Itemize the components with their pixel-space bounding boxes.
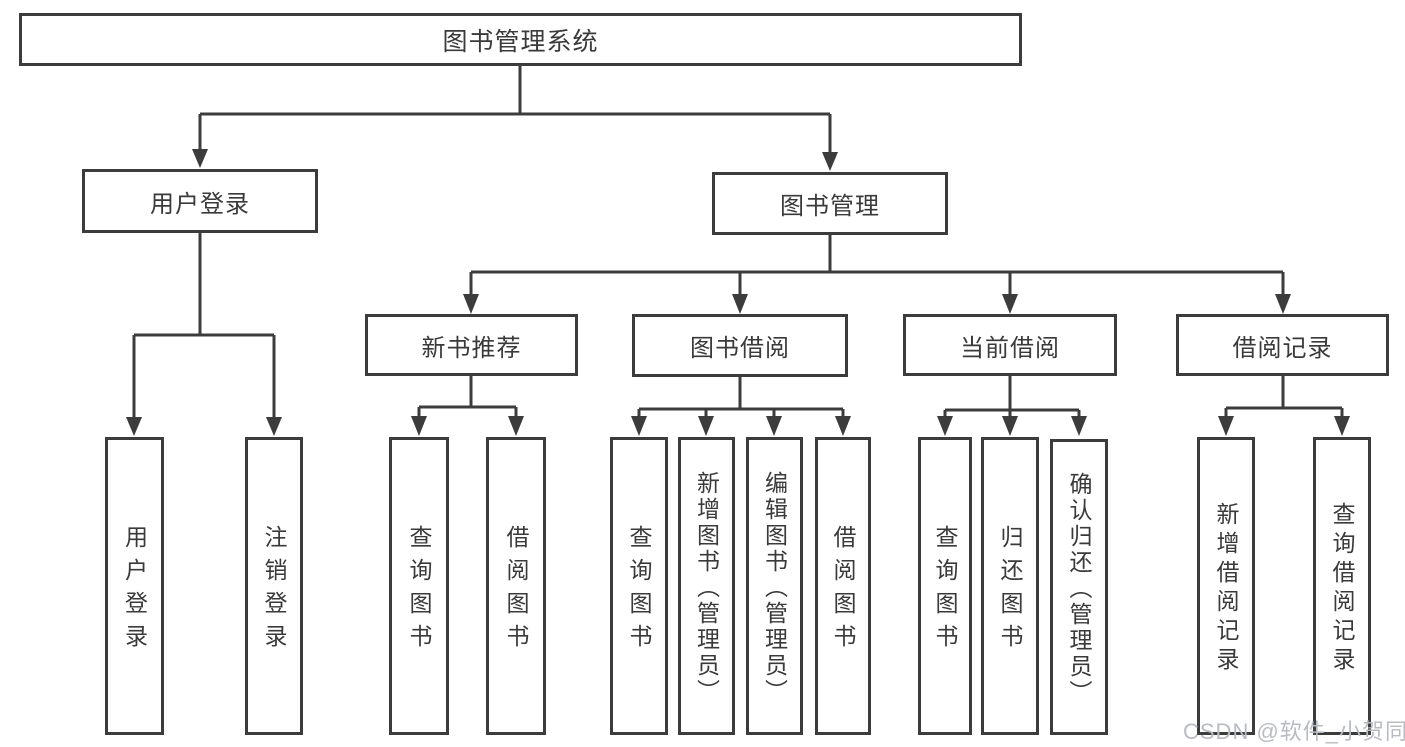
leaf-br-query-record: 查询借阅记录 [1313, 437, 1371, 735]
edges-user-login-children [126, 233, 282, 436]
leaf-label: 编辑图书（管理员） [761, 470, 788, 705]
leaf-label: 借阅图书 [830, 525, 856, 657]
leaf-bb-add-book-admin: 新增图书（管理员） [678, 437, 735, 735]
leaf-label: 归还图书 [997, 525, 1023, 657]
edges-current-borrow-children [937, 376, 1087, 436]
leaf-label: 注销登录 [261, 525, 287, 657]
edges-book-management-modules [463, 235, 1291, 314]
leaf-label: 借阅图书 [503, 525, 529, 657]
leaf-bb-edit-book-admin: 编辑图书（管理员） [746, 437, 803, 735]
leaf-label: 查询图书 [406, 525, 432, 657]
leaf-label: 新增借阅记录 [1213, 502, 1239, 676]
node-user-login: 用户登录 [82, 169, 318, 233]
leaf-label: 查询图书 [626, 525, 652, 657]
watermark: CSDN @软件_小贺同学 [1183, 719, 1405, 744]
node-root: 图书管理系统 [19, 13, 1022, 66]
leaf-label: 用户登录 [121, 525, 148, 657]
edges-root-to-level1 [192, 66, 838, 171]
leaf-bb-borrow-books: 借阅图书 [815, 437, 871, 735]
leaf-logout: 注销登录 [245, 437, 303, 735]
node-new-book-recommend: 新书推荐 [365, 314, 578, 376]
node-book-borrowing: 图书借阅 [632, 314, 848, 377]
leaf-label: 查询借阅记录 [1329, 502, 1355, 676]
edges-new-book-children [411, 376, 524, 436]
leaf-label: 确认归还（管理员） [1066, 471, 1092, 706]
node-borrow-records: 借阅记录 [1176, 314, 1389, 376]
leaf-label: 新增图书（管理员） [693, 470, 720, 705]
leaf-label: 查询图书 [932, 525, 958, 657]
leaf-nb-borrow-books: 借阅图书 [486, 437, 546, 735]
node-current-borrowing: 当前借阅 [903, 314, 1117, 376]
leaf-cb-confirm-return-admin: 确认归还（管理员） [1050, 439, 1108, 735]
leaf-bb-query-books: 查询图书 [610, 437, 668, 735]
leaf-br-add-record: 新增借阅记录 [1197, 437, 1255, 735]
edges-borrow-records-children [1218, 376, 1350, 436]
leaf-nb-query-books: 查询图书 [389, 437, 449, 735]
node-book-management: 图书管理 [712, 172, 948, 235]
leaf-cb-return-books: 归还图书 [981, 437, 1039, 735]
leaf-user-login: 用户登录 [105, 437, 164, 735]
leaf-cb-query-books: 查询图书 [918, 437, 972, 735]
edges-book-borrow-children [631, 377, 851, 436]
